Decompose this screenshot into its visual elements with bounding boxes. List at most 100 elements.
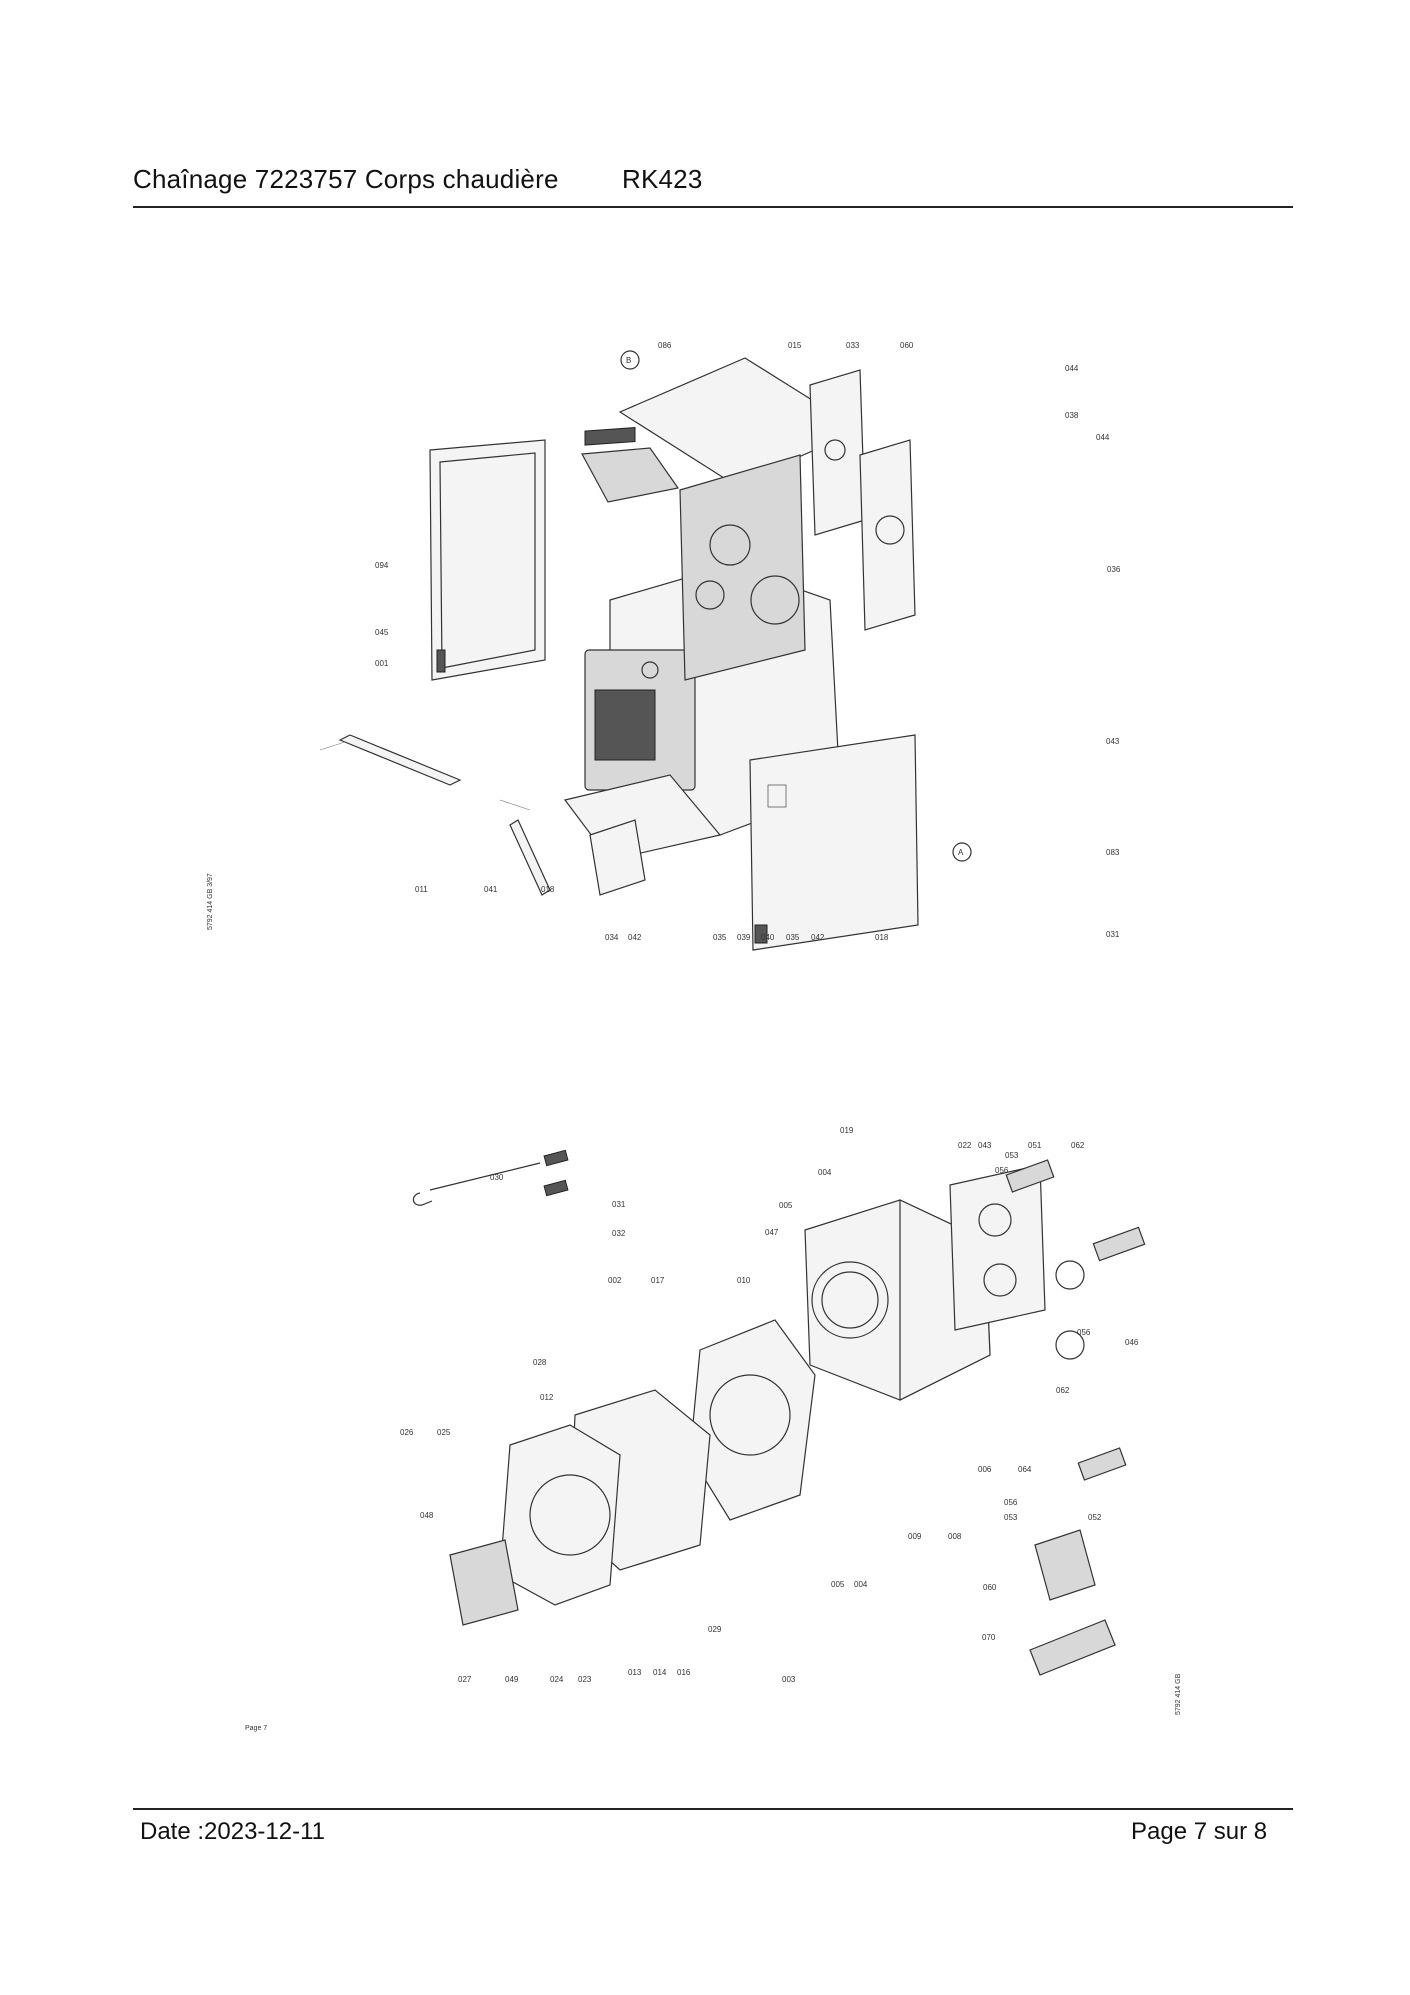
svg-text:023: 023 bbox=[578, 1675, 592, 1684]
rear-panel-upper bbox=[809, 369, 866, 536]
drawing2-ref-code: 5792 414 GB bbox=[1175, 1673, 1182, 1715]
svg-text:060: 060 bbox=[983, 1583, 997, 1592]
svg-text:043: 043 bbox=[1106, 737, 1120, 746]
rear-insulation bbox=[679, 454, 806, 681]
svg-text:010: 010 bbox=[737, 1276, 751, 1285]
svg-text:022: 022 bbox=[958, 1141, 972, 1150]
svg-text:034: 034 bbox=[605, 933, 619, 942]
svg-text:009: 009 bbox=[908, 1532, 922, 1541]
svg-text:049: 049 bbox=[505, 1675, 519, 1684]
svg-text:045: 045 bbox=[375, 628, 389, 637]
footer-date: Date :2023-12-11 bbox=[140, 1818, 326, 1845]
svg-text:016: 016 bbox=[677, 1668, 691, 1677]
svg-text:013: 013 bbox=[628, 1668, 642, 1677]
svg-text:083: 083 bbox=[1106, 848, 1120, 857]
svg-text:035: 035 bbox=[786, 933, 800, 942]
svg-text:018: 018 bbox=[541, 885, 555, 894]
svg-text:053: 053 bbox=[1005, 1151, 1019, 1160]
svg-text:036: 036 bbox=[1107, 565, 1121, 574]
flue-connector-lower bbox=[1077, 1447, 1127, 1481]
svg-text:047: 047 bbox=[765, 1228, 779, 1237]
svg-text:039: 039 bbox=[737, 933, 751, 942]
flue-connector-upper bbox=[1005, 1159, 1055, 1193]
svg-text:027: 027 bbox=[458, 1675, 472, 1684]
footer-rule bbox=[133, 1808, 1293, 1810]
svg-text:086: 086 bbox=[658, 341, 672, 350]
sight-glass-cover bbox=[449, 1539, 519, 1626]
left-rail bbox=[338, 734, 462, 786]
svg-text:056: 056 bbox=[1077, 1328, 1091, 1337]
svg-text:002: 002 bbox=[608, 1276, 622, 1285]
bottom-rail-left bbox=[509, 819, 551, 896]
svg-text:056: 056 bbox=[1004, 1498, 1018, 1507]
svg-text:064: 064 bbox=[1018, 1465, 1032, 1474]
svg-text:046: 046 bbox=[1125, 1338, 1139, 1347]
flue-connector-right bbox=[1092, 1226, 1146, 1262]
marker-a bbox=[952, 842, 972, 862]
bottom-rail-right bbox=[589, 819, 646, 896]
door-frame bbox=[499, 1424, 621, 1606]
svg-text:005: 005 bbox=[779, 1201, 793, 1210]
drawing2-page-note: Page 7 bbox=[245, 1725, 267, 1732]
svg-text:006: 006 bbox=[978, 1465, 992, 1474]
right-side-panel bbox=[749, 734, 919, 951]
svg-text:035: 035 bbox=[713, 933, 727, 942]
svg-text:041: 041 bbox=[484, 885, 498, 894]
svg-text:044: 044 bbox=[1065, 364, 1079, 373]
svg-text:038: 038 bbox=[1065, 411, 1079, 420]
svg-text:029: 029 bbox=[708, 1625, 722, 1634]
left-side-panel bbox=[429, 439, 546, 681]
svg-text:008: 008 bbox=[948, 1532, 962, 1541]
svg-text:019: 019 bbox=[840, 1126, 854, 1135]
boiler-casing-exploded-drawing: B A 086 015 033 060 044 038 044 036 094 … bbox=[207, 341, 1121, 951]
svg-text:014: 014 bbox=[653, 1668, 667, 1677]
footer-page-number: Page 7 sur 8 bbox=[1131, 1818, 1268, 1845]
rear-plate bbox=[949, 1164, 1046, 1331]
svg-text:A: A bbox=[958, 848, 964, 857]
svg-text:011: 011 bbox=[415, 885, 428, 894]
svg-text:060: 060 bbox=[900, 341, 914, 350]
svg-text:094: 094 bbox=[375, 561, 389, 570]
document-title: Chaînage 7223757 Corps chaudière bbox=[133, 164, 559, 194]
svg-text:043: 043 bbox=[978, 1141, 992, 1150]
svg-text:040: 040 bbox=[761, 933, 775, 942]
svg-text:033: 033 bbox=[846, 341, 860, 350]
svg-text:042: 042 bbox=[628, 933, 642, 942]
svg-text:030: 030 bbox=[490, 1173, 504, 1182]
svg-text:042: 042 bbox=[811, 933, 825, 942]
svg-text:056: 056 bbox=[995, 1166, 1009, 1175]
svg-text:003: 003 bbox=[782, 1675, 796, 1684]
svg-text:018: 018 bbox=[875, 933, 889, 942]
svg-text:032: 032 bbox=[612, 1229, 626, 1238]
svg-text:024: 024 bbox=[550, 1675, 564, 1684]
svg-text:070: 070 bbox=[982, 1633, 996, 1642]
svg-text:062: 062 bbox=[1071, 1141, 1085, 1150]
header-rule bbox=[133, 206, 1293, 208]
svg-text:028: 028 bbox=[533, 1358, 547, 1367]
svg-text:004: 004 bbox=[854, 1580, 868, 1589]
svg-text:062: 062 bbox=[1056, 1386, 1070, 1395]
cleaning-rod bbox=[429, 1162, 541, 1191]
model-code: RK423 bbox=[622, 164, 703, 194]
svg-text:026: 026 bbox=[400, 1428, 414, 1437]
boiler-body-components-exploded-drawing: 019 022 043 051 062 053 030 056 031 032 … bbox=[245, 1126, 1182, 1732]
svg-text:051: 051 bbox=[1028, 1141, 1042, 1150]
svg-text:025: 025 bbox=[437, 1428, 451, 1437]
svg-text:048: 048 bbox=[420, 1511, 434, 1520]
svg-text:012: 012 bbox=[540, 1393, 554, 1402]
marker-b bbox=[620, 350, 640, 370]
svg-text:001: 001 bbox=[375, 659, 389, 668]
svg-text:017: 017 bbox=[651, 1276, 665, 1285]
front-section bbox=[689, 1319, 816, 1521]
svg-text:B: B bbox=[626, 356, 631, 365]
svg-text:031: 031 bbox=[612, 1200, 626, 1209]
svg-text:031: 031 bbox=[1106, 930, 1120, 939]
rear-panel-lower bbox=[859, 439, 916, 631]
svg-text:053: 053 bbox=[1004, 1513, 1018, 1522]
baffle bbox=[1029, 1619, 1116, 1676]
svg-text:004: 004 bbox=[818, 1168, 832, 1177]
drawing1-ref-code: 5792 414 GB 3/97 bbox=[207, 873, 214, 930]
svg-text:005: 005 bbox=[831, 1580, 845, 1589]
svg-text:052: 052 bbox=[1088, 1513, 1102, 1522]
turbulator bbox=[1034, 1529, 1096, 1601]
